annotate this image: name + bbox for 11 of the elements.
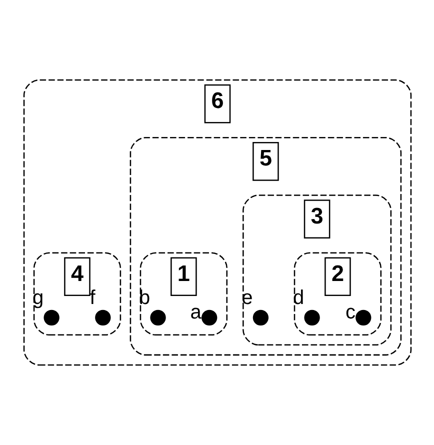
node-circle — [43, 310, 59, 326]
node-circle — [94, 310, 110, 326]
node-label: a — [190, 301, 201, 324]
node-label: c — [345, 301, 356, 324]
node-circle — [150, 310, 166, 326]
node-circle — [355, 310, 371, 326]
node-circle — [201, 310, 217, 326]
node-circle — [304, 310, 320, 326]
node-label: e — [241, 286, 252, 309]
node-label: f — [89, 286, 95, 309]
node-circle — [252, 310, 268, 326]
